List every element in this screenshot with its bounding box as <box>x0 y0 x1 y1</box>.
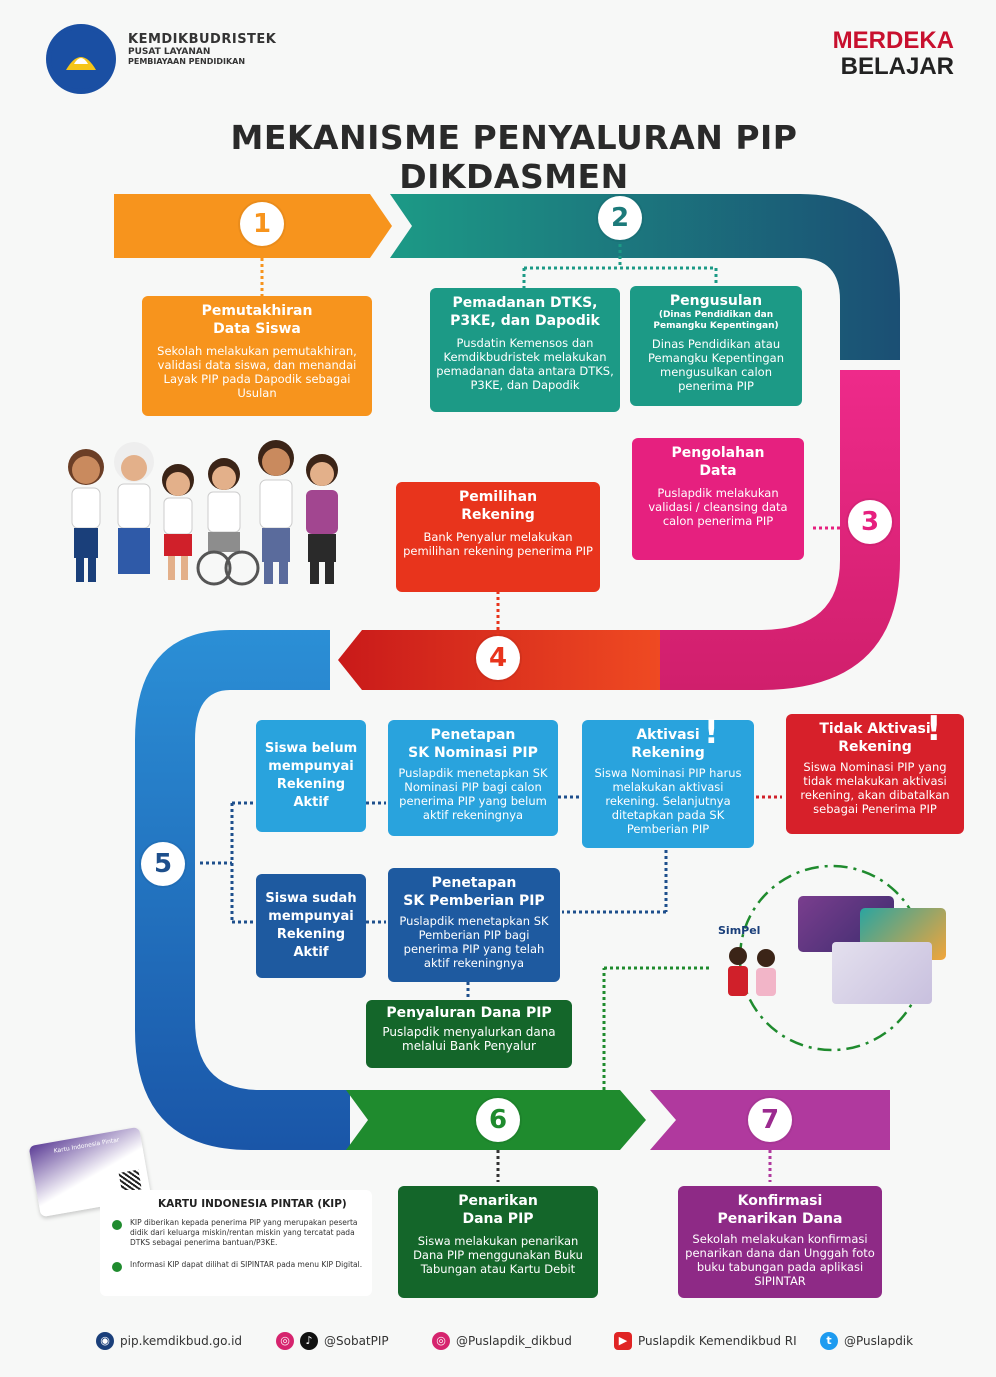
konfirmasi-title: Konfirmasi Penarikan Dana <box>717 1193 843 1227</box>
kip-point-1: KIP diberikan kepada penerima PIP yang m… <box>130 1218 358 1247</box>
passbook <box>832 942 932 1004</box>
brand-line2: BELAJAR <box>840 53 954 80</box>
penyaluran-title: Penyaluran Dana PIP <box>386 1005 552 1021</box>
kip-heading: KARTU INDONESIA PINTAR (KIP) <box>158 1198 347 1210</box>
globe-icon: ◉ <box>96 1332 114 1350</box>
check-icon-2 <box>112 1262 122 1272</box>
tidak-aktivasi-box: Tidak Aktivasi Rekening Siswa Nominasi P… <box>786 714 964 834</box>
pengusulan-box: Pengusulan (Dinas Pendidikan dan Pemangk… <box>630 286 802 406</box>
step-1-badge: 1 <box>240 202 284 246</box>
pengolahan-title: Pengolahan Data <box>671 445 765 479</box>
step-7-badge: 7 <box>748 1098 792 1142</box>
sk-pemberian-desc: Puslapdik menetapkan SK Pemberian PIP ba… <box>399 914 549 970</box>
pemilihan-desc: Bank Penyalur melakukan pemilihan rekeni… <box>403 530 593 558</box>
footer-instagram[interactable]: ◎ @Puslapdik_dikbud <box>432 1332 572 1350</box>
step-6-badge: 6 <box>476 1098 520 1142</box>
pemutakhiran-data-box: Pemutakhiran Data Siswa Sekolah melakuka… <box>142 296 372 416</box>
step-4-badge: 4 <box>476 636 520 680</box>
pemadanan-title: Pemadanan DTKS, P3KE, dan Dapodik <box>450 295 600 329</box>
students-small-icon <box>728 947 776 996</box>
footer-sobat-text: @SobatPIP <box>324 1334 389 1348</box>
footer-ig-text: @Puslapdik_dikbud <box>456 1334 572 1348</box>
tiktok-icon: ♪ <box>300 1332 318 1350</box>
step3-arrow <box>660 370 900 690</box>
twitter-icon: t <box>820 1332 838 1350</box>
pemilihan-title: Pemilihan Rekening <box>458 489 538 523</box>
step-5-badge: 5 <box>141 842 185 886</box>
merdeka-belajar-logo: MERDEKA BELAJAR <box>833 28 954 80</box>
aktivasi-warning-icon: ! <box>704 713 719 751</box>
student-6 <box>306 454 338 584</box>
footer-sobatpip[interactable]: ◎ ♪ @SobatPIP <box>276 1332 389 1350</box>
pengolahan-data-box: Pengolahan Data Puslapdik melakukan vali… <box>632 438 804 560</box>
step2-arrow <box>390 194 900 360</box>
aktivasi-title: Aktivasi Rekening <box>631 727 705 761</box>
siswa-sudah-title: Siswa sudah mempunyai Rekening Aktif <box>265 891 357 960</box>
student-3 <box>162 464 194 580</box>
siswa-belum-box: Siswa belum mempunyai Rekening Aktif <box>256 720 366 832</box>
pemadanan-desc: Pusdatin Kemensos dan Kemdikbudristek me… <box>436 336 614 392</box>
page-title: MEKANISME PENYALURAN PIP DIKDASMEN <box>230 118 798 196</box>
check-icon-1 <box>112 1220 122 1230</box>
penarikan-desc: Siswa melakukan penarikan Dana PIP mengg… <box>413 1234 583 1276</box>
tidak-aktivasi-desc: Siswa Nominasi PIP yang tidak melakukan … <box>800 760 950 816</box>
logo-line3: PEMBIAYAAN PENDIDIKAN <box>128 57 246 66</box>
footer-tw-text: @Puslapdik <box>844 1334 914 1348</box>
sk-nominasi-box: Penetapan SK Nominasi PIP Puslapdik mene… <box>388 720 558 836</box>
step-2-badge: 2 <box>598 196 642 240</box>
konfirmasi-desc: Sekolah melakukan konfirmasi penarikan d… <box>685 1232 875 1288</box>
konfirmasi-penarikan-box: Konfirmasi Penarikan Dana Sekolah melaku… <box>678 1186 882 1298</box>
sk-nominasi-title: Penetapan SK Nominasi PIP <box>408 727 538 761</box>
student-wheelchair <box>196 458 260 586</box>
student-1 <box>68 449 104 582</box>
instagram-icon: ◎ <box>276 1332 294 1350</box>
youtube-icon: ▶ <box>614 1332 632 1350</box>
step-3-badge: 3 <box>848 500 892 544</box>
logo-line1: KEMDIKBUDRISTEK <box>128 32 277 47</box>
instagram-icon-2: ◎ <box>432 1332 450 1350</box>
penyaluran-desc: Puslapdik menyalurkan dana melalui Bank … <box>382 1025 556 1053</box>
footer-yt-text: Puslapdik Kemendikbud RI <box>638 1334 797 1348</box>
pemilihan-rekening-box: Pemilihan Rekening Bank Penyalur melakuk… <box>396 482 600 592</box>
warning-icon: ! <box>926 709 942 749</box>
student-2 <box>114 442 154 574</box>
pengolahan-desc: Puslapdik melakukan validasi / cleansing… <box>648 486 788 528</box>
student-5 <box>258 440 294 584</box>
simpel-illustration: SimPel <box>712 886 948 1016</box>
brand-line1: MERDEKA <box>832 27 954 54</box>
pemutakhiran-desc: Sekolah melakukan pemutakhiran, validasi… <box>157 344 357 400</box>
footer-youtube[interactable]: ▶ Puslapdik Kemendikbud RI <box>614 1332 797 1350</box>
kemdikbud-logo <box>46 24 116 94</box>
sk-pemberian-title: Penetapan SK Pemberian PIP <box>403 875 545 909</box>
pengusulan-title: Pengusulan <box>669 293 763 309</box>
tut-wuri-icon <box>51 29 111 89</box>
penarikan-dana-box: Penarikan Dana PIP Siswa melakukan penar… <box>398 1186 598 1298</box>
simpel-label: SimPel <box>718 924 761 937</box>
footer-website-text: pip.kemdikbud.go.id <box>120 1334 243 1348</box>
logo-line2: PUSAT LAYANAN <box>128 47 211 57</box>
siswa-belum-title: Siswa belum mempunyai Rekening Aktif <box>264 741 358 810</box>
tidak-aktivasi-title: Tidak Aktivasi Rekening <box>819 721 931 755</box>
kip-point-2: Informasi KIP dapat dilihat di SIPINTAR … <box>130 1260 363 1269</box>
sk-pemberian-box: Penetapan SK Pemberian PIP Puslapdik men… <box>388 868 560 982</box>
footer-website[interactable]: ◉ pip.kemdikbud.go.id <box>96 1332 242 1350</box>
aktivasi-rekening-box: Aktivasi Rekening Siswa Nominasi PIP har… <box>582 720 754 848</box>
sk-nominasi-desc: Puslapdik menetapkan SK Nominasi PIP bag… <box>398 766 548 822</box>
footer-twitter[interactable]: t @Puslapdik <box>820 1332 913 1350</box>
siswa-sudah-box: Siswa sudah mempunyai Rekening Aktif <box>256 874 366 978</box>
students-illustration <box>68 440 338 586</box>
pemadanan-box: Pemadanan DTKS, P3KE, dan Dapodik Pusdat… <box>430 288 620 412</box>
pengusulan-sub: (Dinas Pendidikan dan Pemangku Kepenting… <box>653 310 779 331</box>
penyaluran-dana-box: Penyaluran Dana PIP Puslapdik menyalurka… <box>366 1000 572 1068</box>
pengusulan-desc: Dinas Pendidikan atau Pemangku Kepenting… <box>647 337 785 393</box>
aktivasi-desc: Siswa Nominasi PIP harus melakukan aktiv… <box>594 766 742 836</box>
pemutakhiran-title: Pemutakhiran Data Siswa <box>201 303 313 337</box>
logo-text: KEMDIKBUDRISTEK PUSAT LAYANAN PEMBIAYAAN… <box>128 32 276 66</box>
kip-info-panel: KARTU INDONESIA PINTAR (KIP) KIP diberik… <box>100 1190 372 1296</box>
step5-arrow <box>135 630 350 1150</box>
penarikan-title: Penarikan Dana PIP <box>458 1193 538 1227</box>
